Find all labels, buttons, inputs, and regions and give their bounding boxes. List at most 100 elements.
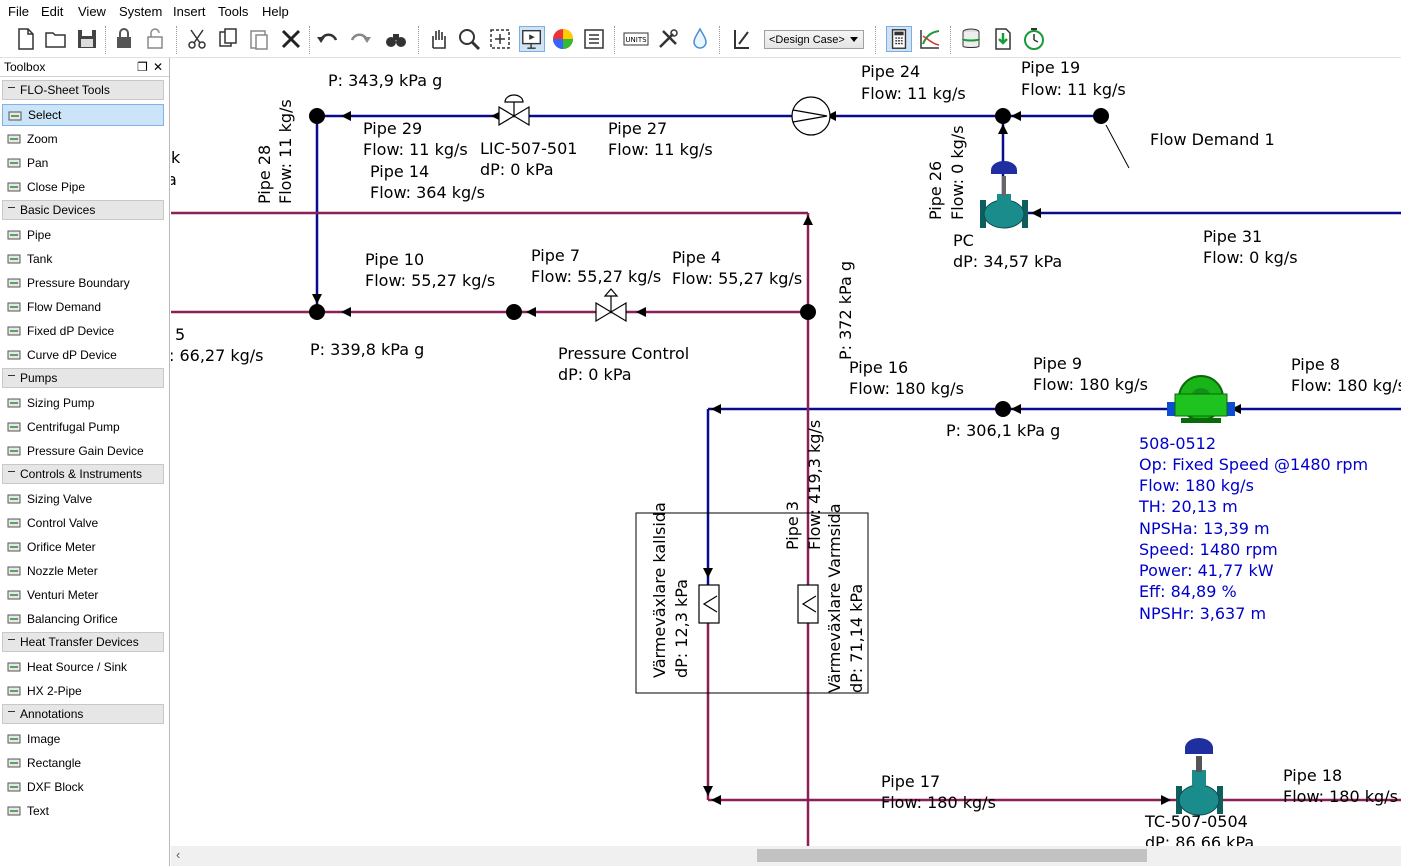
centrifugal-pump-icon[interactable] [1167,375,1235,423]
tool-label: Centrifugal Pump [27,420,120,434]
chart-icon[interactable] [917,26,943,52]
menu-system[interactable]: System [119,4,163,19]
scrollbar-thumb[interactable] [757,849,1147,862]
tool-venturi-meter[interactable]: Venturi Meter [2,584,164,606]
tools-icon[interactable] [655,26,681,52]
category-heat-transfer-devices[interactable]: Heat Transfer Devices [2,632,164,652]
category-basic-devices[interactable]: Basic Devices [2,200,164,220]
design-case-icon[interactable] [729,26,755,52]
units-icon[interactable]: UNITS [623,26,649,52]
redo-icon[interactable] [347,26,373,52]
tool-pressure-gain-device[interactable]: Pressure Gain Device [2,440,164,462]
database-icon[interactable] [958,26,984,52]
junction-node[interactable] [309,304,325,320]
tool-orifice-meter[interactable]: Orifice Meter [2,536,164,558]
junction-node[interactable] [309,108,325,124]
menu-view[interactable]: View [78,4,106,19]
tool-rectangle[interactable]: Rectangle [2,752,164,774]
select-region-icon[interactable] [487,26,513,52]
menu-help[interactable]: Help [262,4,289,19]
close-panel-icon[interactable]: ✕ [153,60,164,74]
undo-icon[interactable] [315,26,341,52]
delete-icon[interactable] [278,26,304,52]
junction-node[interactable] [995,401,1011,417]
copy-icon[interactable] [215,26,241,52]
pan-hand-icon[interactable] [425,26,451,52]
tool-centrifugal-pump[interactable]: Centrifugal Pump [2,416,164,438]
tool-pipe[interactable]: Pipe [2,224,164,246]
lic-dp: dP: 0 kPa [480,160,554,179]
flow-demand-node[interactable] [1093,108,1109,124]
design-case-select[interactable]: <Design Case> [764,30,864,49]
category-label: Basic Devices [20,203,96,217]
tool-flow-demand[interactable]: Flow Demand [2,296,164,318]
flowsheet-canvas[interactable]: P: 343,9 kPa g Pipe 24 Flow: 11 kg/s Pip… [171,58,1401,846]
tool-control-valve[interactable]: Control Valve [2,512,164,534]
flowsheet-diagram[interactable]: P: 343,9 kPa g Pipe 24 Flow: 11 kg/s Pip… [171,58,1401,846]
binoculars-icon[interactable] [383,26,409,52]
tool-pan[interactable]: Pan [2,152,164,174]
export-icon[interactable] [990,26,1016,52]
scroll-left-icon[interactable]: ‹ [176,847,181,862]
menu-insert[interactable]: Insert [173,4,206,19]
list-icon[interactable] [581,26,607,52]
tool-zoom[interactable]: Zoom [2,128,164,150]
tool-label: Pipe [27,228,52,242]
hx-cold-icon[interactable] [698,584,720,624]
junction-node[interactable] [995,108,1011,124]
pipe-18-label: Pipe 18 [1283,766,1342,785]
paste-icon[interactable] [246,26,272,52]
lic-valve-icon[interactable] [498,94,530,127]
pc-control-valve-icon[interactable] [980,161,1028,229]
tool-heat-source-sink[interactable]: Heat Source / Sink [2,656,164,678]
tool-close-pipe[interactable]: Close Pipe [2,176,164,198]
tool-curve-dp-device[interactable]: Curve dP Device [2,344,164,366]
color-wheel-icon[interactable] [550,26,576,52]
float-panel-icon[interactable]: ❐ [137,60,148,74]
tool-pressure-boundary[interactable]: Pressure Boundary [2,272,164,294]
category-controls-instruments[interactable]: Controls & Instruments [2,464,164,484]
tool-balancing-orifice[interactable]: Balancing Orifice [2,608,164,630]
presentation-icon[interactable] [519,26,545,52]
hx-hot-icon[interactable] [797,584,819,624]
new-file-icon[interactable] [12,26,38,52]
tool-nozzle-meter[interactable]: Nozzle Meter [2,560,164,582]
zoom-magnifier-icon[interactable] [456,26,482,52]
heat-exchanger-box[interactable] [635,512,869,694]
arrow-left-icon [1231,404,1241,414]
tool-text[interactable]: Text [2,800,164,822]
balancing-orifice-icon [7,614,21,624]
calculator-icon[interactable] [886,26,912,52]
venturi-meter-icon [7,590,21,600]
horizontal-scrollbar[interactable]: ‹ [171,846,1401,866]
category-flo-sheet-tools[interactable]: FLO-Sheet Tools [2,80,164,100]
pump-symbol-icon[interactable] [791,96,831,136]
lock-icon[interactable] [111,26,137,52]
pressure-control-valve-icon[interactable] [595,288,627,323]
category-pumps[interactable]: Pumps [2,368,164,388]
tool-tank[interactable]: Tank [2,248,164,270]
tool-select[interactable]: Select [2,104,164,126]
menu-edit[interactable]: Edit [41,4,64,19]
menu-file[interactable]: File [8,4,29,19]
stopwatch-icon[interactable] [1021,26,1047,52]
arrow-up-icon [803,215,813,225]
tool-hx-2-pipe[interactable]: HX 2-Pipe [2,680,164,702]
open-folder-icon[interactable] [43,26,69,52]
tool-image[interactable]: Image [2,728,164,750]
drop-icon[interactable] [687,26,713,52]
tool-dxf-block[interactable]: DXF Block [2,776,164,798]
junction-node[interactable] [506,304,522,320]
tc-control-valve-icon[interactable] [1176,738,1223,816]
save-icon[interactable] [74,26,100,52]
menu-tools[interactable]: Tools [218,4,249,19]
tool-sizing-pump[interactable]: Sizing Pump [2,392,164,414]
tool-fixed-dp-device[interactable]: Fixed dP Device [2,320,164,342]
category-annotations[interactable]: Annotations [2,704,164,724]
cut-icon[interactable] [184,26,210,52]
arrow-down-icon [703,786,713,796]
junction-node[interactable] [800,304,816,320]
pipe-18-flow: Flow: 180 kg/s [1283,787,1398,806]
unlock-icon[interactable] [142,26,168,52]
tool-sizing-valve[interactable]: Sizing Valve [2,488,164,510]
